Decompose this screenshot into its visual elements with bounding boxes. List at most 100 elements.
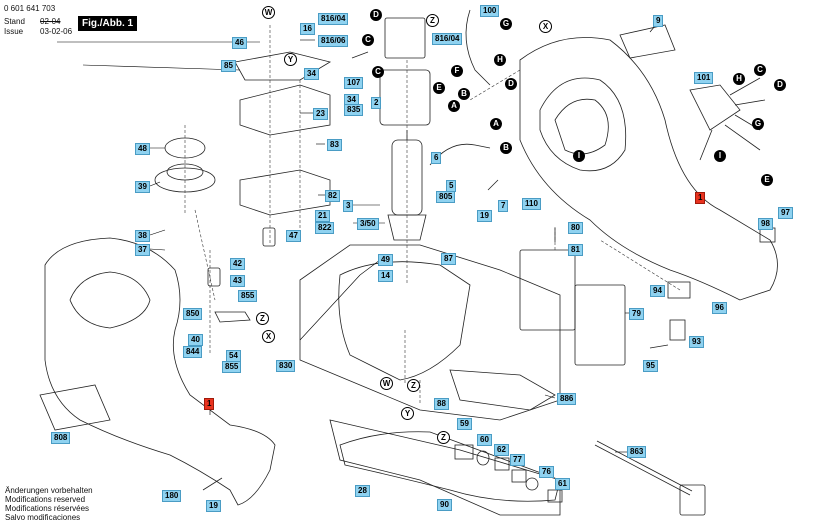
connector-marker: A [490,118,502,130]
part-label: 49 [378,254,393,266]
connector-marker: F [451,65,463,77]
part-label: 85 [221,60,236,72]
part-label: 110 [522,198,541,210]
connector-marker: E [433,82,445,94]
part-label: 90 [437,499,452,511]
connector-marker: B [458,88,470,100]
part-label: 107 [344,77,364,89]
part-label: 62 [494,444,509,456]
part-label: 830 [276,360,296,372]
part-label: 101 [694,72,714,84]
connector-marker: X [539,20,552,33]
part-label: 2 [371,97,382,109]
connector-marker: G [500,18,512,30]
part-label: 37 [135,244,150,256]
figure-title: Fig./Abb. 1 [78,16,138,31]
connector-marker: A [448,100,460,112]
connector-marker: G [752,118,764,130]
part-label: 7 [498,200,509,212]
part-label: 863 [627,446,647,458]
footer-line: Modifications reserved [5,495,86,504]
part-label: 14 [378,270,393,282]
part-label: 80 [568,222,583,234]
part-label: 82 [325,190,340,202]
issue-label: Issue [4,27,24,36]
part-label: 808 [51,432,71,444]
footer-line: Änderungen vorbehalten [5,486,93,495]
part-label: 38 [135,230,150,242]
connector-marker: H [733,73,745,85]
red-part-label: 1 [695,192,706,204]
part-label: 19 [477,210,492,222]
issue-value: 03-02-06 [40,27,73,36]
part-label: 39 [135,181,150,193]
part-label: 9 [653,15,664,27]
footer-notice: Änderungen vorbehalten Modifications res… [5,486,93,522]
part-number: 0 601 641 703 [4,4,56,13]
red-part-label: 1 [204,398,215,410]
part-label: 83 [327,139,342,151]
connector-marker: D [370,9,382,21]
part-label: 816/04 [432,33,463,45]
part-label: 3/50 [357,218,379,230]
part-label: 59 [457,418,472,430]
stand-label: Stand [4,17,25,26]
connector-marker: C [372,66,384,78]
part-label: 93 [689,336,704,348]
connector-marker: X [262,330,275,343]
part-label: 95 [643,360,658,372]
part-label: 48 [135,143,150,155]
part-label: 61 [555,478,570,490]
connector-marker: E [761,174,773,186]
part-label: 42 [230,258,245,270]
connector-marker: C [362,34,374,46]
part-label: 94 [650,285,665,297]
part-label: 816/06 [318,35,349,47]
part-label: 855 [238,290,258,302]
part-label: 79 [629,308,644,320]
part-label: 19 [206,500,221,512]
part-label: 28 [355,485,370,497]
connector-marker: Z [437,431,450,444]
part-label: 816/04 [318,13,349,25]
part-label: 81 [568,244,583,256]
connector-marker: Z [407,379,420,392]
part-label: 46 [232,37,247,49]
connector-marker: Z [256,312,269,325]
part-label: 21 [315,210,330,222]
part-label: 180 [162,490,182,502]
part-label: 40 [188,334,203,346]
connector-marker: H [494,54,506,66]
part-label: 77 [510,454,525,466]
part-label: 6 [431,152,442,164]
part-label: 34 [304,68,319,80]
part-label: 16 [300,23,315,35]
part-label: 23 [313,108,328,120]
footer-line: Salvo modificaciones [5,513,81,522]
part-label: 96 [712,302,727,314]
part-label: 47 [286,230,301,242]
connector-marker: B [500,142,512,154]
part-label: 87 [441,253,456,265]
part-label: 88 [434,398,449,410]
connector-marker: Z [426,14,439,27]
part-label: 805 [436,191,456,203]
part-label: 835 [344,104,364,116]
part-label: 98 [758,218,773,230]
part-label: 76 [539,466,554,478]
part-label: 886 [557,393,577,405]
part-label: 844 [183,346,203,358]
connector-marker: Y [284,53,297,66]
part-label: 3 [343,200,354,212]
connector-marker: C [754,64,766,76]
connector-marker: D [774,79,786,91]
part-label: 100 [480,5,500,17]
stand-value: 02-04 [40,17,61,26]
part-label: 855 [222,361,242,373]
part-label: 60 [477,434,492,446]
connector-marker: W [380,377,393,390]
connector-marker: I [714,150,726,162]
connector-marker: Y [401,407,414,420]
part-label: 43 [230,275,245,287]
